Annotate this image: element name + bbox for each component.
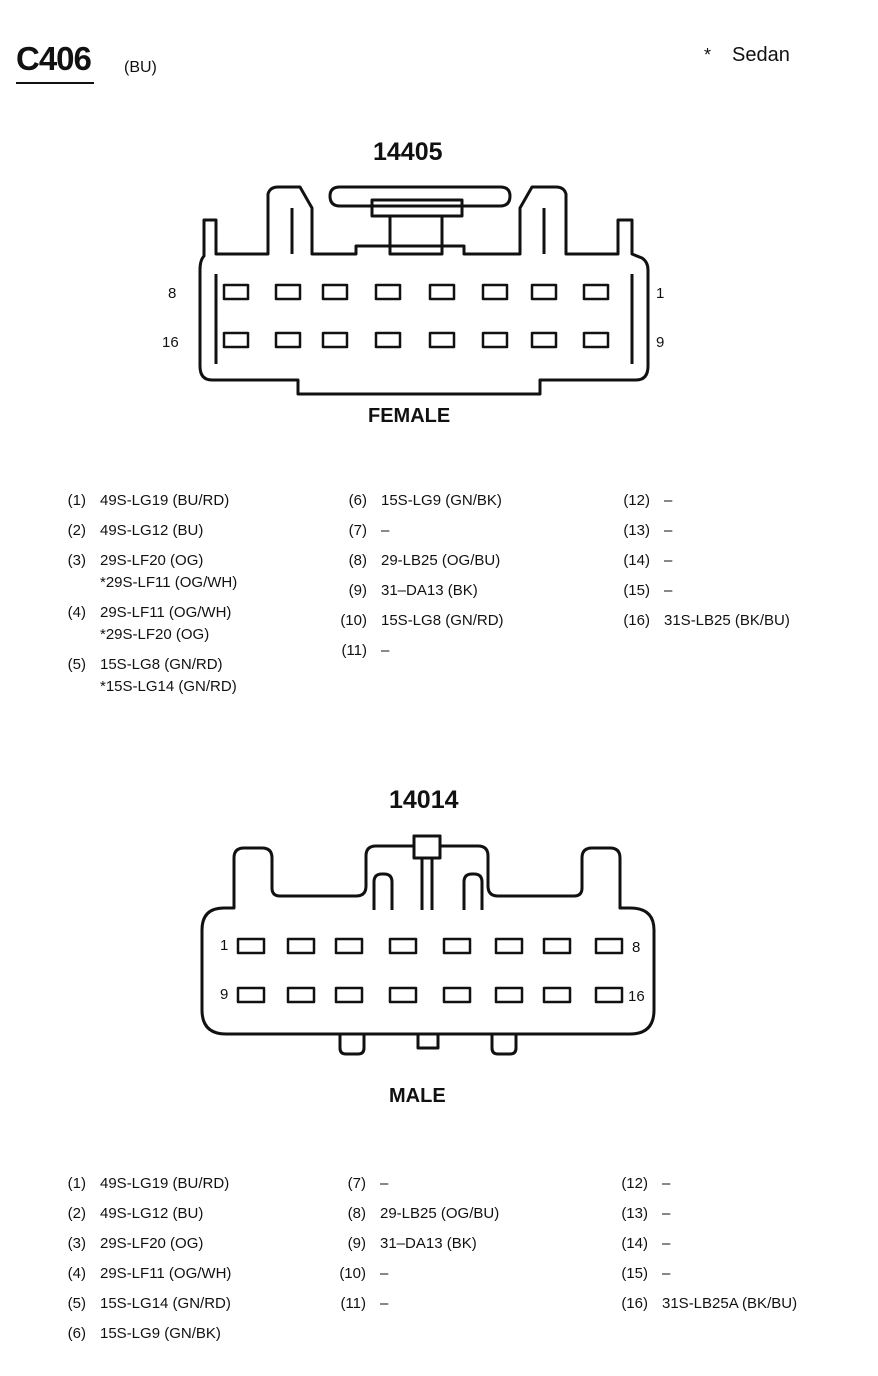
female-cavity-7 xyxy=(274,283,302,301)
male-pin-label-bottom-left: 9 xyxy=(220,986,229,1003)
circuit-row: (2)49S-LG12 (BU) xyxy=(67,1205,204,1222)
circuit-row: (5)15S-LG8 (GN/RD)*15S-LG14 (GN/RD) xyxy=(67,656,237,695)
female-cavity-6 xyxy=(321,283,349,301)
circuit-row: (3)29S-LF20 (OG) xyxy=(67,1235,204,1252)
male-cavity-14 xyxy=(494,986,524,1004)
male-cavity-16 xyxy=(594,986,624,1004)
female-cavity-16 xyxy=(222,331,250,349)
male-cavity-6 xyxy=(494,937,524,955)
connector-id: C406 xyxy=(16,40,92,77)
female-cavity-9 xyxy=(582,331,610,349)
female-cavity-13 xyxy=(374,331,402,349)
male-cavity-11 xyxy=(334,986,364,1004)
female-latch-stem xyxy=(388,214,444,256)
circuit-row: (12)– xyxy=(623,492,673,509)
connector-color: (BU) xyxy=(124,59,157,76)
male-cavity-9 xyxy=(236,986,266,1004)
male-cavity-10 xyxy=(286,986,316,1004)
circuit-row: (1)49S-LG19 (BU/RD) xyxy=(67,492,230,509)
circuit-row: (16)31S-LB25 (BK/BU) xyxy=(623,612,790,629)
female-cavity-14 xyxy=(321,331,349,349)
note-text: Sedan xyxy=(732,44,790,66)
female-connector-drawing xyxy=(198,185,650,396)
female-gender-label: FEMALE xyxy=(368,405,451,427)
circuit-row: (7)– xyxy=(348,522,390,539)
female-pin-label-top-right: 1 xyxy=(656,285,665,302)
female-cavity-15 xyxy=(274,331,302,349)
male-pin-label-bottom-right: 16 xyxy=(628,988,645,1005)
female-top-latch xyxy=(328,185,512,208)
female-pin-label-bottom-right: 9 xyxy=(656,334,665,351)
circuit-row: (13)– xyxy=(623,522,673,539)
male-pin-label-top-left: 1 xyxy=(220,937,229,954)
circuit-row: (4)29S-LF11 (OG/WH)*29S-LF20 (OG) xyxy=(67,604,232,643)
circuit-row: (10)15S-LG8 (GN/RD) xyxy=(340,612,504,629)
circuit-row: (2)49S-LG12 (BU) xyxy=(67,522,204,539)
circuit-row: (3)29S-LF20 (OG)*29S-LF11 (OG/WH) xyxy=(67,552,238,591)
male-gender-label: MALE xyxy=(389,1085,446,1107)
female-pin-label-bottom-left: 16 xyxy=(162,334,179,351)
circuit-row: (15)– xyxy=(621,1265,671,1282)
circuit-row: (8)29-LB25 (OG/BU) xyxy=(347,1205,500,1222)
male-part-number: 14014 xyxy=(389,786,459,814)
male-cavity-7 xyxy=(542,937,572,955)
male-connector-drawing xyxy=(200,834,656,1056)
male-cavity-3 xyxy=(334,937,364,955)
circuit-row: (14)– xyxy=(621,1235,671,1252)
note: * Sedan xyxy=(704,44,790,67)
note-symbol: * xyxy=(704,45,712,65)
male-body-outline xyxy=(200,834,656,1036)
circuit-row: (13)– xyxy=(621,1205,671,1222)
female-body-outline xyxy=(198,185,650,396)
circuit-row: (11)– xyxy=(340,1295,389,1312)
circuit-row: (6)15S-LG9 (GN/BK) xyxy=(67,1325,221,1342)
circuit-row: (10)– xyxy=(339,1265,389,1282)
female-cavity-2 xyxy=(530,283,558,301)
male-cavity-15 xyxy=(542,986,572,1004)
male-bottom-peg xyxy=(490,1034,518,1056)
circuit-row: (11)– xyxy=(341,642,390,659)
female-cavity-8 xyxy=(222,283,250,301)
circuit-row: (5)15S-LG14 (GN/RD) xyxy=(67,1295,231,1312)
circuit-row: (6)15S-LG9 (GN/BK) xyxy=(348,492,502,509)
circuit-row: (7)– xyxy=(347,1175,389,1192)
male-cavity-1 xyxy=(236,937,266,955)
male-cavity-4 xyxy=(388,937,418,955)
circuit-row: (4)29S-LF11 (OG/WH) xyxy=(67,1265,232,1282)
female-cavity-11 xyxy=(481,331,509,349)
male-top-tab xyxy=(412,834,442,860)
male-cavity-8 xyxy=(594,937,624,955)
male-cavity-13 xyxy=(442,986,472,1004)
circuit-row: (1)49S-LG19 (BU/RD) xyxy=(67,1175,230,1192)
female-pin-label-top-left: 8 xyxy=(168,285,177,302)
circuit-row: (12)– xyxy=(621,1175,671,1192)
male-bottom-peg xyxy=(338,1034,366,1056)
male-cavity-12 xyxy=(388,986,418,1004)
male-pin-label-top-right: 8 xyxy=(632,939,641,956)
connector-id-underline xyxy=(16,82,94,84)
female-cavity-5 xyxy=(374,283,402,301)
male-bottom-peg xyxy=(416,1034,440,1050)
male-cavity-2 xyxy=(286,937,316,955)
female-part-number: 14405 xyxy=(373,138,443,166)
circuit-row: (8)29-LB25 (OG/BU) xyxy=(348,552,501,569)
female-cavity-3 xyxy=(481,283,509,301)
male-cavity-5 xyxy=(442,937,472,955)
circuit-row: (9)31–DA13 (BK) xyxy=(348,582,478,599)
female-cavity-4 xyxy=(428,283,456,301)
circuit-row: (15)– xyxy=(623,582,673,599)
circuit-row: (14)– xyxy=(623,552,673,569)
circuit-row: (9)31–DA13 (BK) xyxy=(347,1235,477,1252)
female-cavity-10 xyxy=(530,331,558,349)
female-cavity-12 xyxy=(428,331,456,349)
female-cavity-1 xyxy=(582,283,610,301)
circuit-row: (16)31S-LB25A (BK/BU) xyxy=(621,1295,798,1312)
